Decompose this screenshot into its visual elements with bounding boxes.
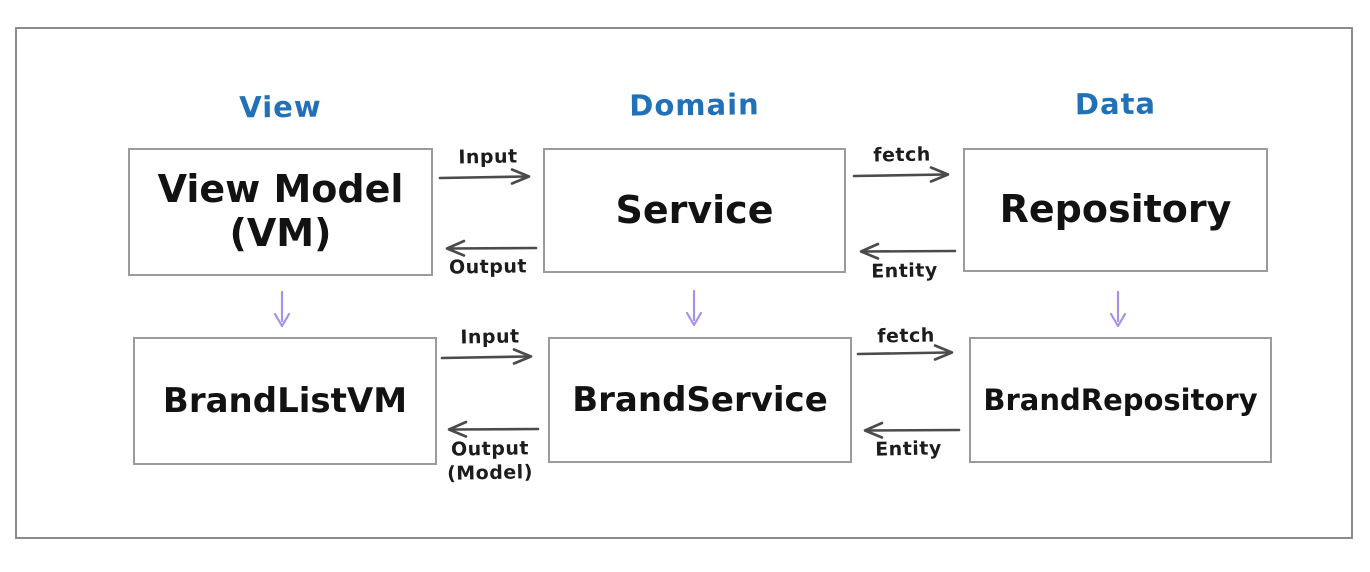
box-view-model: View Model (VM) bbox=[128, 148, 433, 276]
box-service: Service bbox=[543, 148, 846, 273]
layer-header-data: Data bbox=[1074, 86, 1157, 122]
box-brand-service-label: BrandService bbox=[572, 380, 828, 420]
box-brand-list-vm-label: BrandListVM bbox=[162, 381, 408, 421]
label-output-row1: Output bbox=[448, 255, 528, 279]
input-arrow-row2 bbox=[440, 348, 533, 365]
label-output-row2-line2: (Model) bbox=[446, 461, 534, 485]
input-arrow-row1 bbox=[438, 168, 531, 185]
output-arrow-row1 bbox=[445, 239, 538, 257]
box-brand-list-vm: BrandListVM bbox=[133, 337, 437, 465]
box-view-model-line1: View Model bbox=[157, 167, 404, 212]
layer-header-view: View bbox=[239, 89, 322, 125]
box-brand-repository: BrandRepository bbox=[969, 337, 1272, 463]
label-input-row1: Input bbox=[458, 145, 518, 169]
box-view-model-line2: (VM) bbox=[229, 211, 332, 255]
label-entity-row2: Entity bbox=[875, 437, 942, 461]
entity-arrow-row2 bbox=[863, 421, 961, 439]
flow-down-arrow-data bbox=[1109, 290, 1127, 328]
fetch-arrow-row2 bbox=[856, 344, 954, 361]
output-arrow-row2 bbox=[447, 420, 540, 438]
box-brand-repository-label: BrandRepository bbox=[983, 383, 1258, 417]
flow-down-arrow-view bbox=[273, 290, 291, 328]
label-entity-row1: Entity bbox=[871, 259, 938, 283]
label-output-row2-line1: Output bbox=[450, 437, 530, 461]
box-brand-service: BrandService bbox=[548, 337, 852, 463]
label-fetch-row1: fetch bbox=[873, 143, 931, 167]
flow-down-arrow-domain bbox=[685, 289, 703, 327]
label-input-row2: Input bbox=[460, 325, 520, 349]
box-repository: Repository bbox=[963, 148, 1268, 272]
fetch-arrow-row1 bbox=[852, 166, 950, 183]
entity-arrow-row1 bbox=[859, 242, 957, 260]
box-service-label: Service bbox=[615, 187, 774, 232]
box-repository-label: Repository bbox=[999, 187, 1232, 232]
layer-header-domain: Domain bbox=[629, 87, 760, 123]
